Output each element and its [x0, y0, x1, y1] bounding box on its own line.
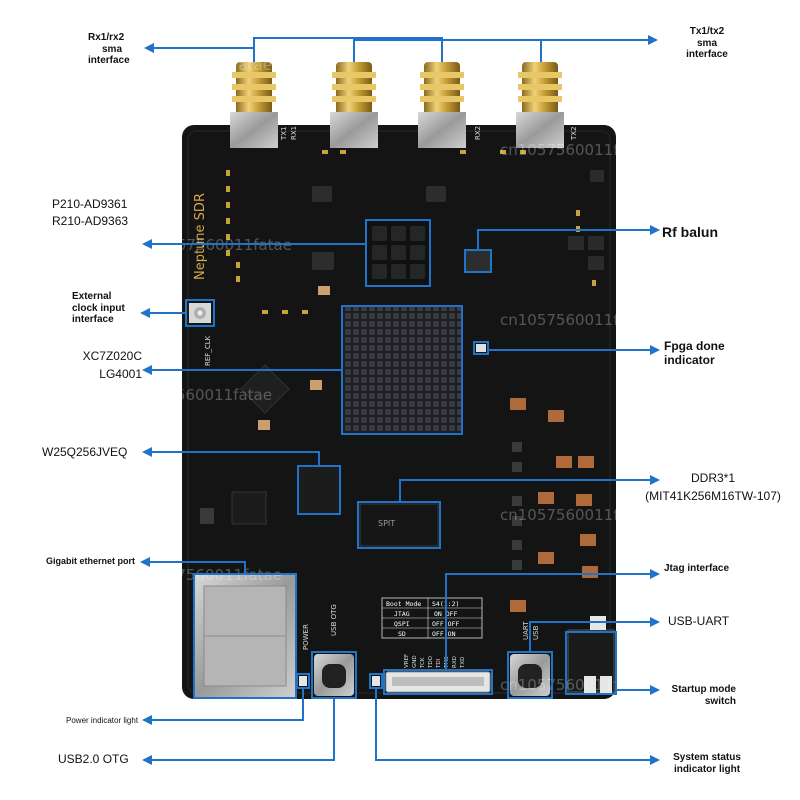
svg-text:cn1057560011fatae: cn1057560011fatae — [500, 311, 652, 329]
silk-ref-clk: REF_CLK — [204, 335, 212, 366]
label-power-led: Power indicator light — [66, 716, 139, 725]
label-rf-balun: Rf balun — [662, 224, 718, 240]
svg-text:TCK: TCK — [420, 657, 426, 669]
label-jtag: Jtag interface — [664, 563, 730, 574]
svg-text:cn1057560011fatae: cn1057560011fatae — [120, 736, 272, 754]
watermark: cn1057560011fatae cn1057560011fatae cn10… — [120, 56, 652, 754]
silk-usb: USB — [532, 625, 540, 640]
ethernet-rj45-port — [193, 573, 297, 699]
svg-text:cn1057560011fatae: cn1057560011fatae — [500, 141, 652, 159]
silk-board-name: Neptune SDR — [193, 193, 208, 280]
svg-text:cn1057560011fatae: cn1057560011fatae — [500, 506, 652, 524]
svg-text:cn1057560011fatae: cn1057560011fatae — [500, 676, 652, 694]
silk-rx1: RX1 — [290, 126, 298, 140]
boot-mode-table: Boot Mode S4(1:2) JTAG ON OFF QSPI OFF O… — [381, 597, 483, 639]
usb-uart-connector — [510, 654, 550, 696]
ext-clock-connector — [189, 303, 211, 323]
boot-header-mode: Boot Mode — [386, 600, 421, 608]
boot-row-sd-val: OFF ON — [432, 630, 456, 638]
label-ext-clock: External clock input interface — [72, 291, 125, 325]
startup-mode-switch — [567, 616, 615, 694]
svg-text:VREF: VREF — [404, 654, 410, 668]
silk-uart: UART — [522, 621, 530, 640]
silk-power: POWER — [302, 624, 310, 650]
svg-text:cn1057560011fatae: cn1057560011fatae — [120, 386, 272, 404]
svg-text:GND: GND — [412, 655, 418, 668]
boot-row-sd: SD — [398, 630, 406, 638]
qspi-flash-chip — [297, 465, 341, 515]
sma-connector-rx1 — [230, 62, 278, 148]
ddr3-chip: SPIT — [359, 503, 439, 547]
fpga-done-led — [476, 344, 486, 352]
power-led — [299, 676, 307, 686]
silk-usb-otg: USB OTG — [330, 604, 338, 636]
usb-otg-connector — [314, 654, 354, 696]
label-system-status: System status indicator light — [673, 752, 741, 775]
sma-connector-tx1 — [330, 62, 378, 148]
svg-text:TDI: TDI — [436, 658, 442, 669]
silk-tx1: TX1 — [280, 126, 288, 141]
label-rx-sma: Rx1/rx2 sma interface — [88, 32, 130, 66]
label-tx-sma: Tx1/tx2 sma interface — [686, 26, 728, 60]
label-startup: Startup mode switch — [671, 684, 736, 707]
label-fpga-done: Fpga done indicator — [664, 339, 725, 367]
label-xc7z020: XC7Z020C LG4001 — [82, 349, 142, 381]
annotation-arrowheads — [140, 35, 660, 765]
label-usb-uart: USB-UART — [668, 614, 730, 628]
svg-text:cn1057560011fatae: cn1057560011fatae — [120, 56, 272, 74]
gold-pads — [226, 150, 596, 314]
label-ad9361: P210-AD9361 R210-AD9363 — [52, 197, 129, 228]
boot-row-qspi: QSPI — [394, 620, 410, 628]
rf-balun-component — [465, 250, 491, 272]
ad9361-chip — [365, 219, 431, 287]
sma-connector-rx2 — [418, 62, 466, 148]
jtag-ffc-connector — [385, 671, 491, 693]
annotation-lines — [146, 37, 654, 761]
boot-row-jtag: JTAG — [394, 610, 410, 618]
label-usb-otg: USB2.0 OTG — [58, 752, 129, 766]
label-gigabit: Gigabit ethernet port — [46, 556, 136, 566]
silk-rx2: RX2 — [474, 126, 482, 140]
svg-text:RXD: RXD — [452, 656, 458, 668]
status-led — [372, 676, 380, 686]
svg-text:TDO: TDO — [428, 655, 434, 669]
sma-connector-tx2 — [516, 62, 564, 148]
fpga-heatsink — [341, 305, 463, 435]
label-ddr3: DDR3*1 (MIT41K256M16TW-107) — [645, 471, 781, 503]
silk-tx2: TX2 — [570, 126, 578, 141]
label-w25q: W25Q256JVEQ — [42, 445, 128, 459]
svg-text:TXD: TXD — [460, 657, 466, 669]
svg-text:SPIT: SPIT — [378, 519, 395, 528]
